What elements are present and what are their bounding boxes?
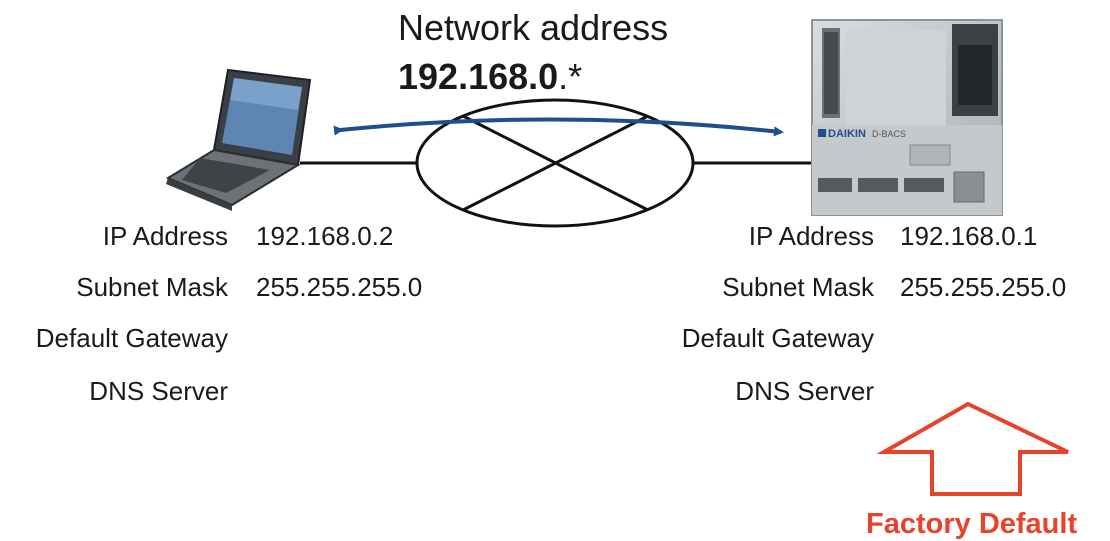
network-address-prefix: 192.168.0 [398,56,559,97]
controller-dns-label: DNS Server [735,376,874,406]
laptop-subnet-label: Subnet Mask [76,272,228,302]
laptop-dns-label: DNS Server [89,376,228,406]
network-address-suffix: .* [558,56,583,97]
laptop-ip-value: 192.168.0.2 [256,221,394,251]
laptop-subnet-value: 255.255.255.0 [256,272,423,302]
controller-subnet-label: Subnet Mask [722,272,874,302]
laptop-icon [165,68,312,211]
controller-icon: DAIKIN D-BACS [811,19,1003,216]
factory-default-arrow [876,401,1069,496]
controller-gateway-label: Default Gateway [681,323,874,353]
laptop-ip-label: IP Address [102,221,228,251]
controller-ip-value: 192.168.0.1 [900,221,1038,251]
connection-arrow [333,117,784,137]
laptop-gateway-label: Default Gateway [35,323,228,353]
controller-model: D-BACS [872,129,906,139]
factory-default-label: Factory Default [866,508,1078,540]
controller-brand: DAIKIN [828,128,866,140]
controller-ip-label: IP Address [748,221,874,251]
network-title: Network address [398,7,669,48]
controller-subnet-value: 255.255.255.0 [900,272,1067,302]
network-address: 192.168.0.* [398,56,582,98]
